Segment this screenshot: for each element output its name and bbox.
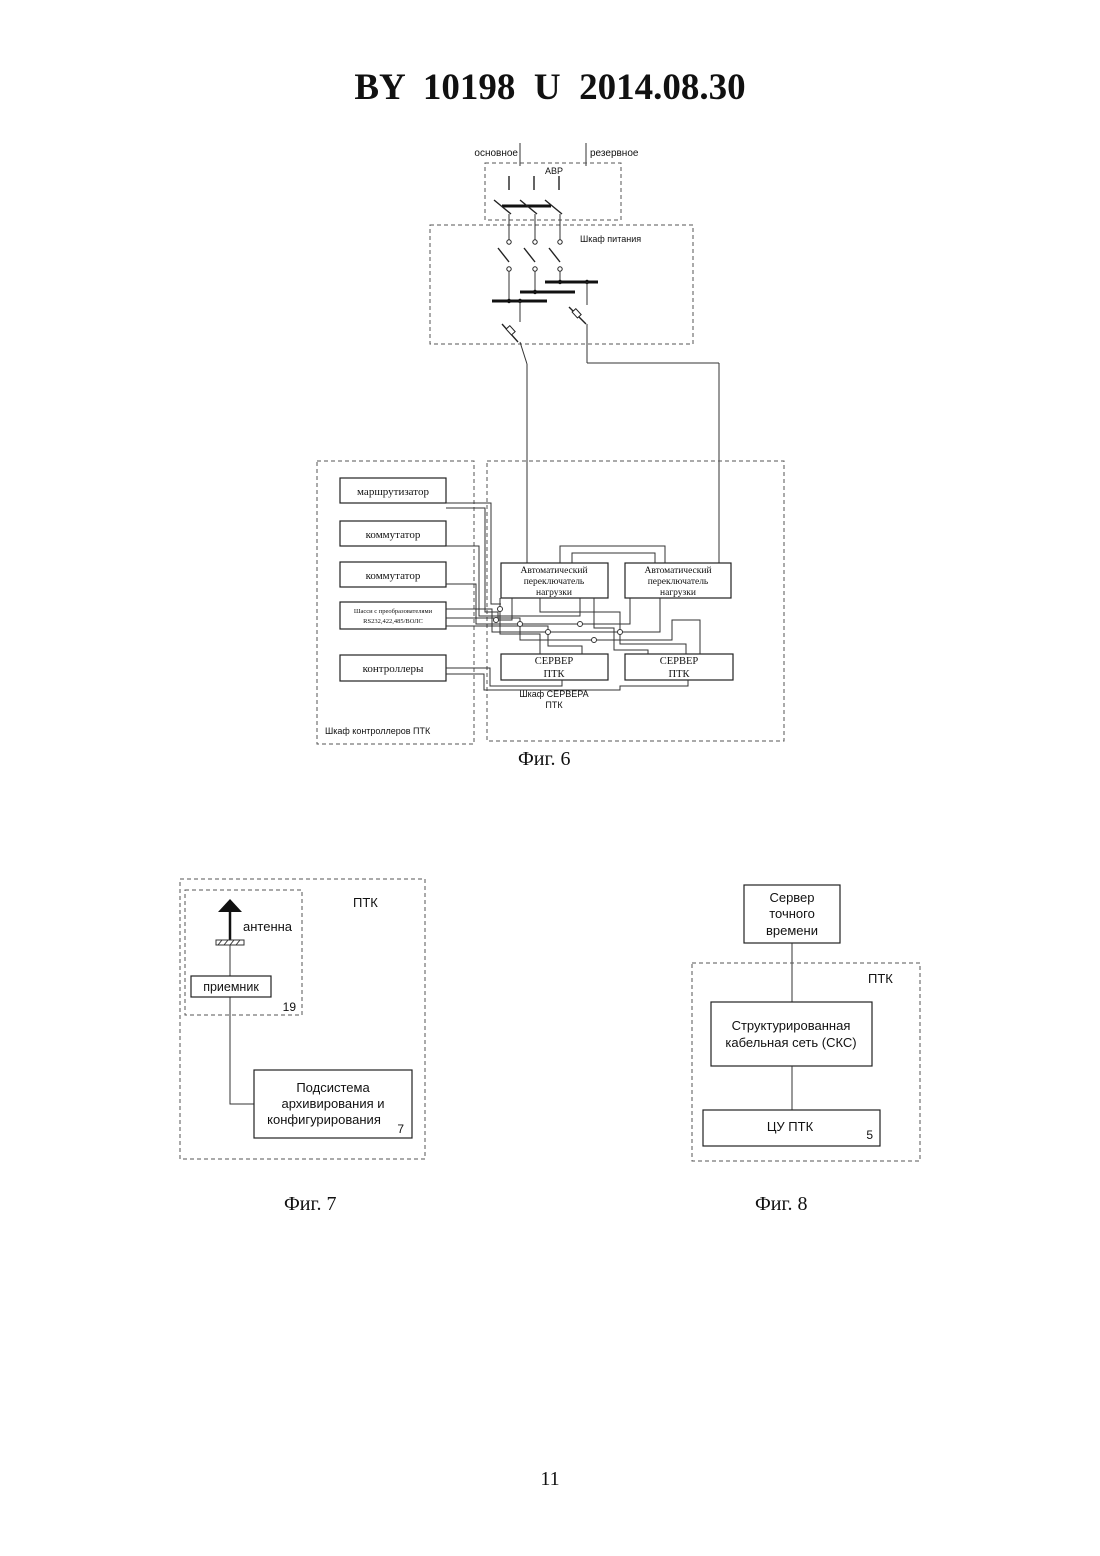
sks-line1: Структурированная [732,1018,851,1033]
fig6-diagram: основное резервное АВР Шкаф питания [317,143,784,744]
fig8-diagram: Сервер точного времени ПТК Структурирова… [692,885,920,1161]
input-reserve-label: резервное [590,148,639,159]
server-right-line1: СЕРВЕР [660,656,699,667]
antenna-label: антенна [243,919,293,934]
archive-line3: конфигурирования [267,1112,381,1127]
archive-line2: архивирования и [281,1096,384,1111]
power-cabinet-label: Шкаф питания [580,234,641,244]
cu-ptk-number: 5 [866,1128,873,1142]
switch2-label: коммутатор [366,570,421,582]
fig7-ptk-label: ПТК [353,895,378,910]
sks-box [711,1002,872,1066]
server-right-line2: ПТК [669,669,691,680]
switch1-label: коммутатор [366,529,421,541]
server-cabinet-block [487,461,784,741]
time-server-line1: Сервер [769,890,814,905]
chassis-label-line2: RS232,422,485/ВОЛС [363,618,423,625]
fig6-caption: Фиг. 6 [518,748,570,771]
ats-left-line1: Автоматический [520,565,587,576]
archive-number: 7 [397,1122,404,1136]
block-19-number: 19 [283,1000,297,1014]
page-number: 11 [0,1468,1100,1491]
ats-right-line3: нагрузки [660,588,696,598]
avr-label: АВР [545,166,563,176]
ats-right-line1: Автоматический [644,565,711,576]
fig8-caption: Фиг. 8 [755,1193,807,1216]
archive-line1: Подсистема [296,1080,370,1095]
cu-ptk-label: ЦУ ПТК [767,1119,814,1134]
server-left-line1: СЕРВЕР [535,656,574,667]
router-label: маршрутизатор [357,486,429,498]
time-server-line2: точного [769,906,815,921]
fig7-diagram: ПТК антенна приемник 19 Подсистема архив… [180,879,425,1159]
server-cabinet-label-line2: ПТК [545,700,563,710]
controllers-label: контроллеры [363,663,424,675]
ats-left-line3: нагрузки [536,588,572,598]
sks-line2: кабельная сеть (СКС) [725,1035,856,1050]
ats-right-line2: переключатель [648,577,709,587]
fig7-caption: Фиг. 7 [284,1193,336,1216]
controllers-cabinet-label: Шкаф контроллеров ПТК [325,726,431,736]
chassis-label-line1: Шасси с преобразователями [354,608,433,615]
time-server-line3: времени [766,923,818,938]
receiver-label: приемник [203,980,259,994]
server-left-line2: ПТК [544,669,566,680]
ats-left-line2: переключатель [524,577,585,587]
fig8-ptk-label: ПТК [868,971,893,986]
input-main-label: основное [474,148,518,159]
